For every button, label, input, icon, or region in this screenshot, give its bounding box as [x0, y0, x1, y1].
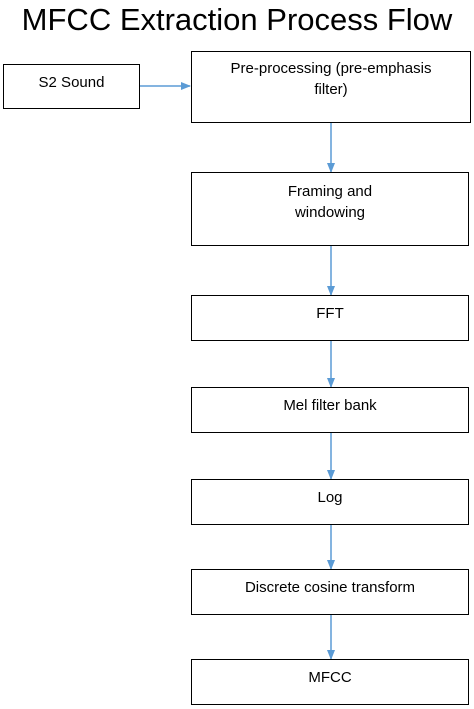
step-fft: FFT — [191, 295, 469, 341]
step-log-label: Log — [317, 489, 343, 506]
step-framing-line2: windowing — [294, 204, 366, 221]
step-mfcc-output: MFCC — [191, 659, 469, 705]
step-mfcc-label: MFCC — [308, 669, 352, 686]
input-node-s2-sound: S2 Sound — [3, 64, 140, 109]
diagram-title: MFCC Extraction Process Flow — [21, 2, 453, 37]
step-dct-label: Discrete cosine transform — [244, 579, 416, 596]
step-framing-windowing: Framing and windowing — [191, 172, 469, 246]
step-log: Log — [191, 479, 469, 525]
step-discrete-cosine-transform: Discrete cosine transform — [191, 569, 469, 615]
step-mel-filter-bank: Mel filter bank — [191, 387, 469, 433]
step-fft-label: FFT — [316, 305, 344, 322]
step-framing-line1: Framing and — [287, 183, 373, 200]
input-node-label: S2 Sound — [38, 74, 105, 91]
step-preprocessing-line1: Pre-processing (pre-emphasis — [230, 60, 432, 77]
step-preprocessing-line2: filter) — [314, 81, 348, 98]
step-preprocessing: Pre-processing (pre-emphasis filter) — [191, 51, 471, 123]
step-mel-label: Mel filter bank — [283, 397, 377, 414]
